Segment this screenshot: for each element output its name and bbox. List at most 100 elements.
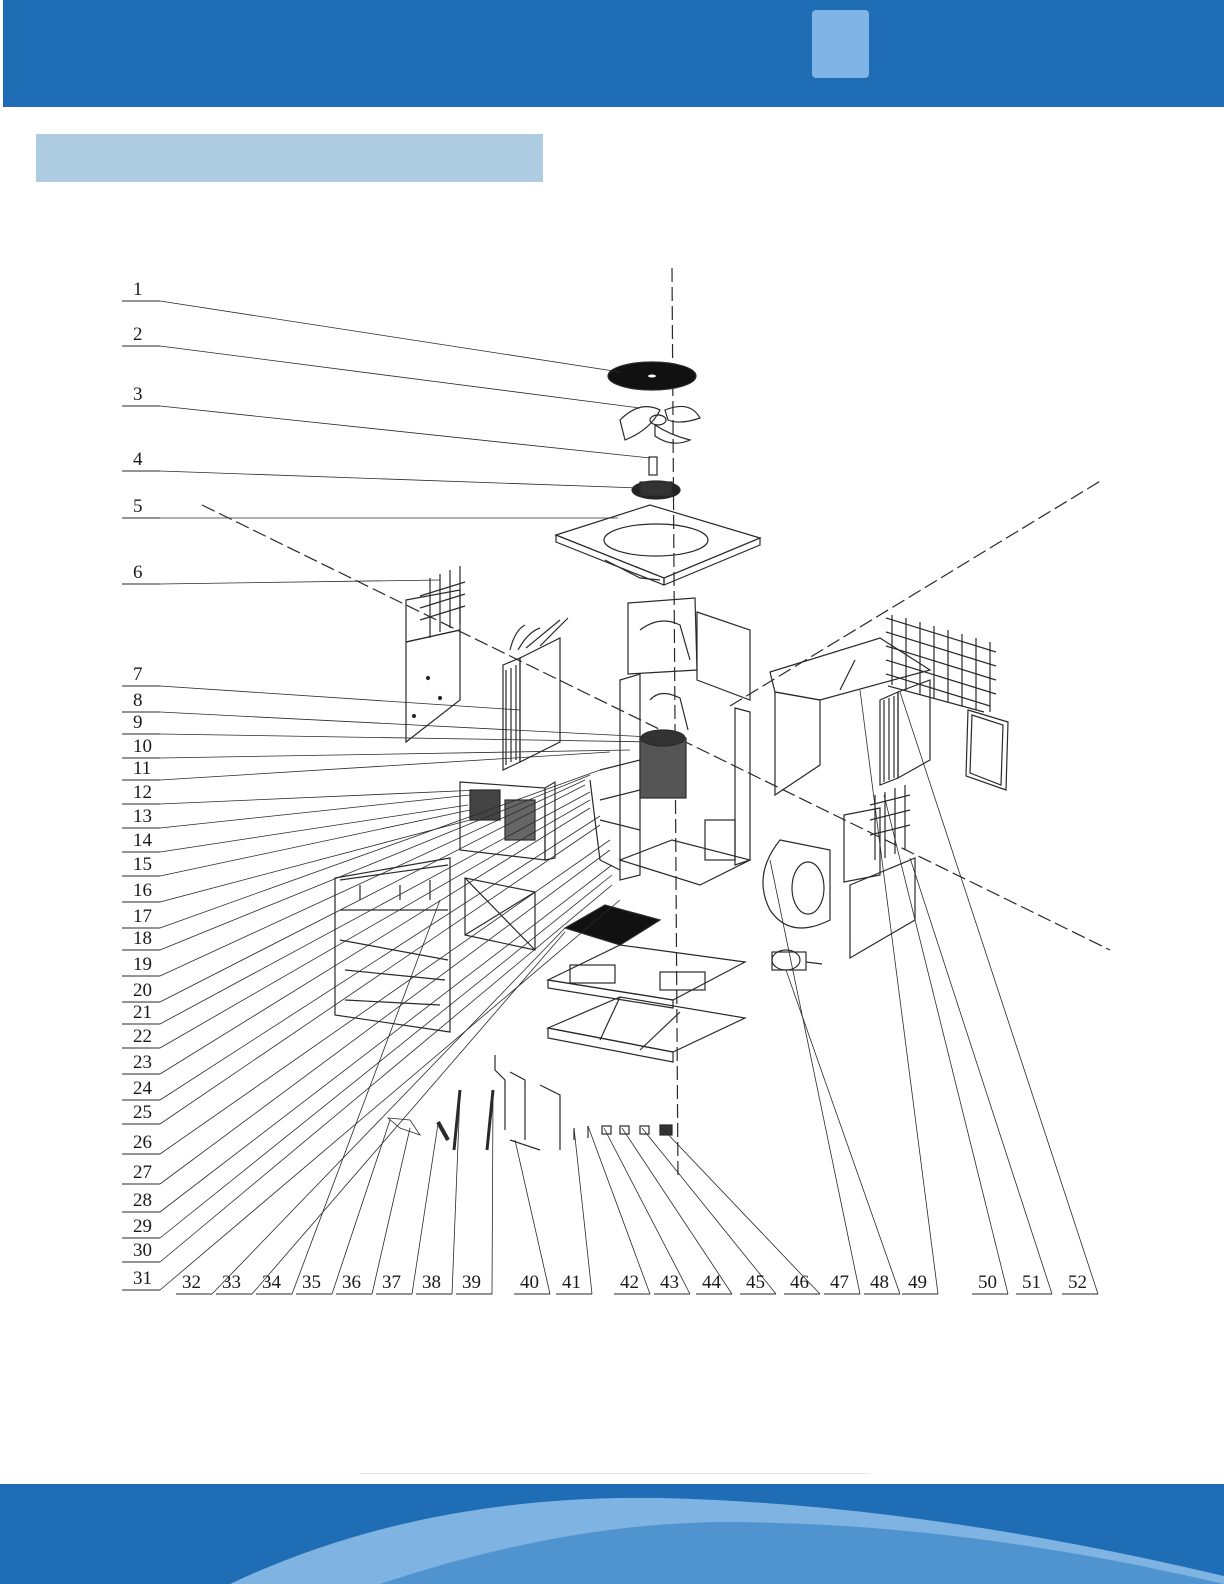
part-callout-number: 17 xyxy=(133,906,152,927)
callout-leader-line xyxy=(160,900,620,1290)
part-callout-number: 24 xyxy=(133,1078,153,1099)
frame-compressor-assembly-part xyxy=(590,674,750,885)
part-callout-number: 51 xyxy=(1022,1272,1041,1293)
left-grille-panel-part xyxy=(406,566,465,742)
part-callout-number: 29 xyxy=(133,1216,152,1237)
top-cover-plate-part xyxy=(556,505,760,585)
callout-leader-line xyxy=(160,686,520,710)
part-callout-number: 10 xyxy=(133,736,152,757)
part-callout-number: 48 xyxy=(870,1272,889,1293)
part-callout-number: 35 xyxy=(302,1272,321,1293)
filter-frame-part xyxy=(465,878,535,950)
callout-leader-line xyxy=(332,1120,390,1294)
footer-separator xyxy=(360,1473,870,1474)
part-callout-number: 21 xyxy=(133,1002,152,1023)
part-callout-number: 9 xyxy=(133,712,143,733)
part-callout-number: 3 xyxy=(133,384,143,405)
page-header-bar xyxy=(3,0,1224,107)
fan-motor-part xyxy=(632,481,680,499)
part-callout-number: 40 xyxy=(520,1272,539,1293)
side-grille-part xyxy=(844,785,915,958)
callout-leader-line xyxy=(160,790,480,804)
part-callout-number: 34 xyxy=(262,1272,282,1293)
callout-leader-line xyxy=(515,1140,550,1294)
header-tab-marker xyxy=(812,10,869,78)
callout-leader-line xyxy=(412,1124,438,1294)
part-callout-number: 11 xyxy=(133,758,151,779)
right-axis-line xyxy=(730,480,1102,706)
part-callout-number: 28 xyxy=(133,1190,152,1211)
callout-leader-line xyxy=(160,752,610,780)
electric-control-box-part xyxy=(460,782,555,860)
base-plate-part xyxy=(548,945,745,1008)
front-panel-part xyxy=(335,858,450,1032)
callout-leader-line xyxy=(588,1126,650,1294)
part-callout-number: 45 xyxy=(746,1272,765,1293)
part-callout-number: 30 xyxy=(133,1240,152,1261)
part-callout-number: 44 xyxy=(702,1272,722,1293)
callout-leader-line xyxy=(160,301,620,372)
part-callout-number: 37 xyxy=(382,1272,401,1293)
part-callout-number: 19 xyxy=(133,954,152,975)
callout-leader-line xyxy=(160,580,440,584)
callout-leader-line xyxy=(372,1128,410,1294)
part-callout-number: 33 xyxy=(222,1272,241,1293)
blower-housing-part xyxy=(763,840,830,928)
callout-leader-line xyxy=(860,690,938,1294)
callout-leader-line xyxy=(492,1094,493,1294)
part-callout-number: 36 xyxy=(342,1272,361,1293)
callout-leader-line xyxy=(212,928,565,1294)
callout-leader-line xyxy=(160,770,600,928)
rear-panel-part xyxy=(628,598,750,700)
part-callout-number: 52 xyxy=(1068,1272,1087,1293)
callout-leader-line xyxy=(252,932,565,1294)
section-title-banner xyxy=(36,134,543,182)
callout-leader-line xyxy=(160,805,468,852)
callout-leader-line xyxy=(160,885,612,1262)
part-callout-number: 12 xyxy=(133,782,152,803)
callout-leader-line xyxy=(642,1128,776,1294)
part-callout-number: 15 xyxy=(133,854,152,875)
refrigerant-piping-part xyxy=(495,1055,560,1150)
part-callout-number: 25 xyxy=(133,1102,152,1123)
callout-leader-line xyxy=(910,858,1052,1294)
part-callout-number: 1 xyxy=(133,279,143,300)
diagonal-axis-line xyxy=(202,505,1110,950)
callout-leader-line xyxy=(574,1128,592,1294)
part-callout-number: 31 xyxy=(133,1268,152,1289)
center-axis-line xyxy=(672,268,678,1180)
part-callout-number: 49 xyxy=(908,1272,927,1293)
part-callout-number: 42 xyxy=(620,1272,639,1293)
callout-leader-line xyxy=(160,785,585,1002)
base-frame-part xyxy=(548,997,745,1062)
part-callout-number: 16 xyxy=(133,880,152,901)
callout-leader-line xyxy=(160,712,650,737)
callout-leader-line xyxy=(160,792,590,1024)
part-callout-number: 5 xyxy=(133,496,143,517)
motor-shaft-part xyxy=(649,457,657,475)
fan-blade-part xyxy=(620,406,700,443)
callout-leader-line xyxy=(160,820,470,902)
condenser-grille-part xyxy=(886,615,996,712)
part-callout-number: 20 xyxy=(133,980,152,1001)
evaporator-coil-part xyxy=(503,618,568,770)
callout-leader-line xyxy=(662,1128,820,1294)
callout-leader-line xyxy=(160,346,640,408)
callout-leader-line xyxy=(786,970,900,1294)
part-callout-number: 38 xyxy=(422,1272,441,1293)
part-callout-number: 27 xyxy=(133,1162,152,1183)
part-callout-number: 50 xyxy=(978,1272,997,1293)
part-callout-number: 6 xyxy=(133,562,143,583)
blower-motor-part xyxy=(772,950,822,970)
callout-leader-line xyxy=(160,750,630,758)
callout-leader-line xyxy=(160,816,600,1100)
part-callout-number: 39 xyxy=(462,1272,481,1293)
callout-leader-line xyxy=(770,860,860,1294)
callout-leader-line xyxy=(160,865,612,1212)
part-callout-number: 41 xyxy=(562,1272,581,1293)
part-callout-number: 13 xyxy=(133,806,152,827)
part-callout-number: 47 xyxy=(830,1272,849,1293)
callout-leader-line xyxy=(160,406,650,458)
part-callout-labels: 1234567891011121314151617181920212223242… xyxy=(122,279,1098,1294)
